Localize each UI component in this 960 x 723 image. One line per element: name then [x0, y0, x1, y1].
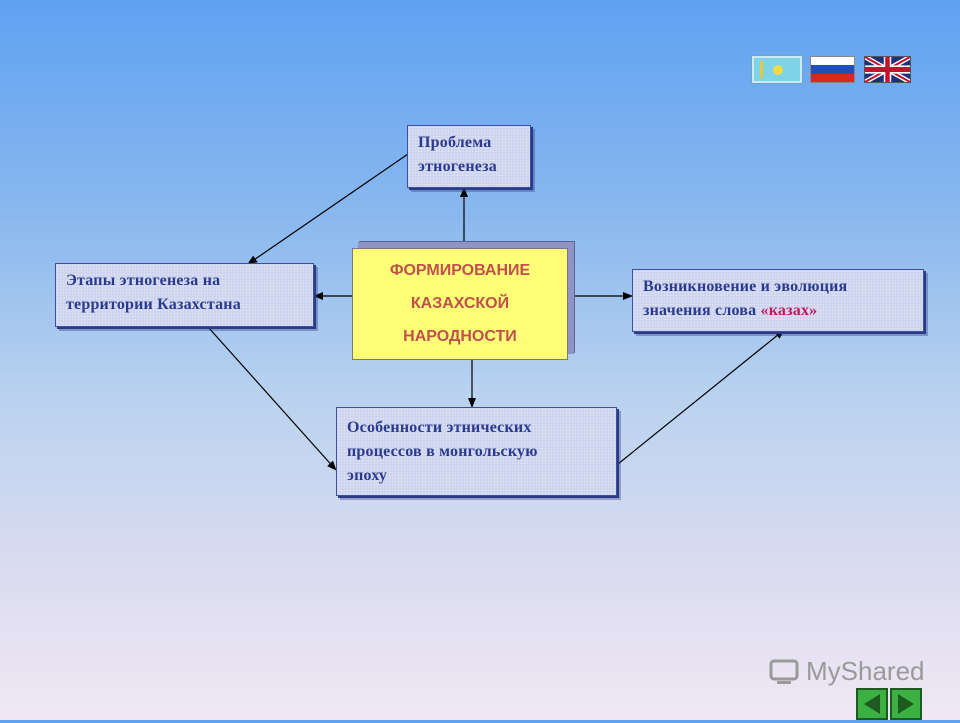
uk-flag-graphic [865, 57, 910, 82]
myshared-watermark: MyShared [768, 656, 925, 687]
watermark-text: MyShared [806, 656, 925, 686]
uk-flag-icon[interactable] [864, 56, 911, 83]
box-word-kazakh-origin[interactable]: Возникновение и эволюция значения слова … [632, 269, 924, 332]
kazakhstan-flag-emblem [760, 61, 783, 78]
myshared-logo-icon [769, 659, 799, 684]
arrow-bottom-to-right [617, 329, 785, 465]
box-mongol-era-processes-line2: процессов в монгольскую [347, 443, 538, 460]
box-ethnogenesis-problem-line2: этногенеза [418, 158, 497, 175]
previous-slide-button[interactable] [856, 688, 888, 720]
russia-flag-icon[interactable] [810, 56, 855, 83]
box-mongol-era-processes-line1: Особенности этнических [347, 419, 532, 436]
box-ethnogenesis-problem-line1: Проблема [418, 134, 492, 151]
box-word-kazakh-origin-line2: значения слова «казах» [643, 299, 913, 323]
center-title-line1: ФОРМИРОВАНИЕ [389, 262, 531, 280]
arrow-top-to-left [247, 153, 409, 265]
arrow-left-icon [864, 694, 880, 714]
arrow-right-icon [898, 694, 914, 714]
next-slide-button[interactable] [890, 688, 922, 720]
kazakhstan-flag-icon[interactable] [752, 56, 802, 83]
center-box-kazakh-nationality[interactable]: ФОРМИРОВАНИЕ КАЗАХСКОЙ НАРОДНОСТИ [352, 248, 568, 360]
center-title-line2: КАЗАХСКОЙ [410, 294, 510, 312]
box-ethnogenesis-stages-line2: территории Казахстана [66, 296, 241, 313]
box-mongol-era-processes[interactable]: Особенности этнических процессов в монго… [336, 407, 617, 496]
box-ethnogenesis-stages[interactable]: Этапы этногенеза на территории Казахстан… [55, 263, 314, 327]
box-ethnogenesis-stages-line1: Этапы этногенеза на [66, 272, 221, 289]
box-ethnogenesis-problem[interactable]: Проблема этногенеза [407, 125, 531, 188]
box-word-kazakh-origin-line1: Возникновение и эволюция [643, 278, 848, 295]
line2-prefix: значения слова [643, 302, 761, 319]
kazakh-word-highlight: «казах» [760, 302, 818, 319]
arrow-left-to-bottom [207, 326, 337, 471]
box-mongol-era-processes-line3: эпоху [347, 467, 388, 484]
center-title-line3: НАРОДНОСТИ [403, 327, 517, 345]
